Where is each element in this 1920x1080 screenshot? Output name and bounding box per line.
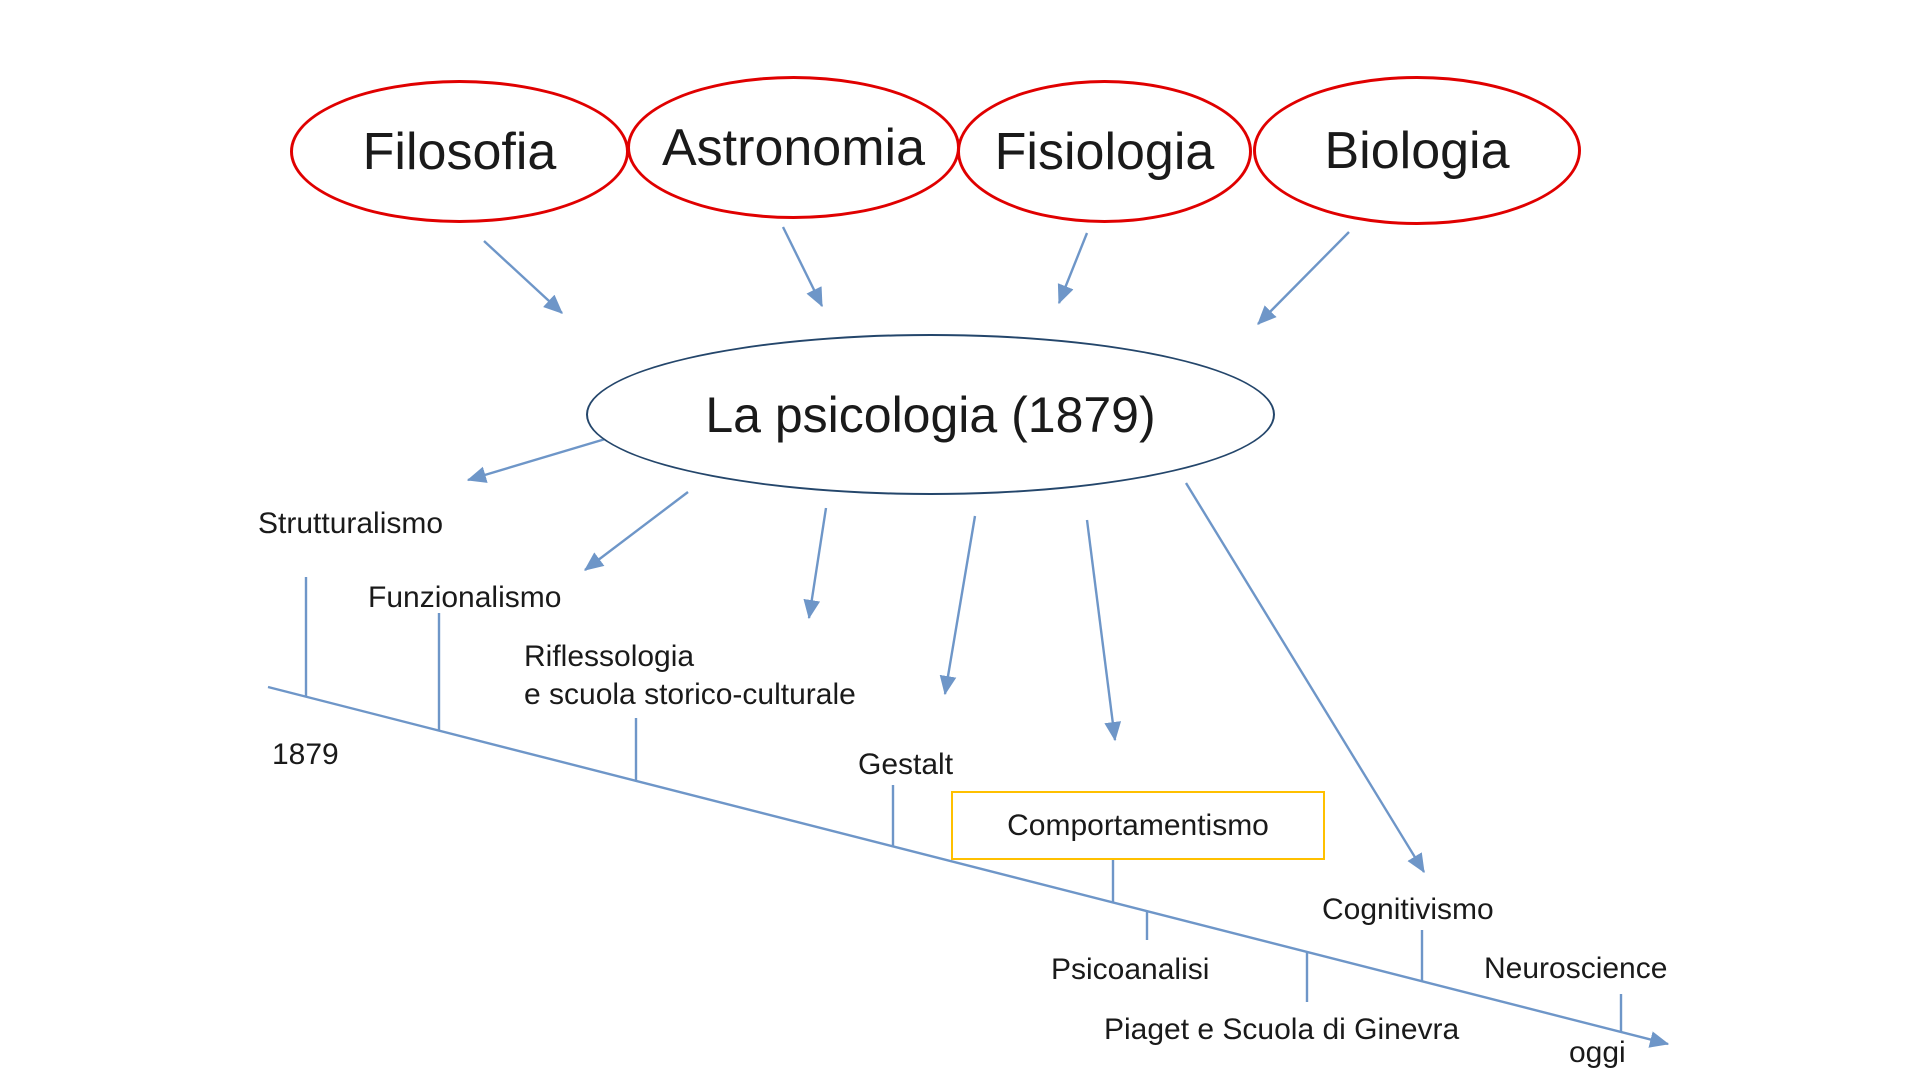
timeline-start-label: 1879 (272, 738, 339, 771)
label-riflessologia: Riflessologia e scuola storico-culturale (524, 640, 856, 711)
label-cognitivismo: Cognitivismo (1322, 893, 1494, 926)
label-strutturalismo: Strutturalismo (258, 507, 444, 540)
timeline-axis (267, 685, 1670, 1048)
node-biologia-label: Biologia (1324, 121, 1510, 180)
arrow-astronomia-to-psicologia (781, 226, 824, 308)
arrow-psicologia-to-funzionalismo (584, 491, 689, 571)
node-fisiologia-label: Fisiologia (994, 122, 1215, 181)
node-filosofia-label: Filosofia (362, 122, 557, 181)
arrow-fisiologia-to-psicologia (1057, 232, 1089, 305)
label-gestalt: Gestalt (858, 748, 954, 781)
arrow-psicologia-to-comportamentismo (1085, 519, 1122, 742)
node-psicologia-label: La psicologia (1879) (705, 386, 1156, 443)
label-piaget-scuola-ginevra: Piaget e Scuola di Ginevra (1104, 1013, 1460, 1046)
node-fisiologia: Fisiologia (957, 80, 1252, 223)
arrow-psicologia-to-strutturalismo (466, 435, 613, 483)
arrow-filosofia-to-psicologia (483, 240, 563, 314)
node-psicologia: La psicologia (1879) (586, 334, 1275, 495)
node-astronomia: Astronomia (627, 76, 960, 219)
label-funzionalismo: Funzionalismo (368, 581, 562, 614)
label-comportamentismo-box: Comportamentismo (951, 791, 1325, 860)
node-biologia: Biologia (1253, 76, 1581, 225)
timeline-end-label: oggi (1569, 1036, 1626, 1069)
label-comportamentismo: Comportamentismo (1007, 808, 1269, 842)
arrow-psicologia-to-riflessologia (803, 507, 828, 620)
arrow-biologia-to-psicologia (1257, 231, 1350, 325)
label-neuroscience: Neuroscience (1484, 952, 1668, 985)
node-astronomia-label: Astronomia (662, 118, 925, 177)
label-psicoanalisi: Psicoanalisi (1051, 953, 1210, 986)
node-filosofia: Filosofia (290, 80, 629, 223)
arrow-psicologia-to-gestalt (939, 515, 977, 696)
